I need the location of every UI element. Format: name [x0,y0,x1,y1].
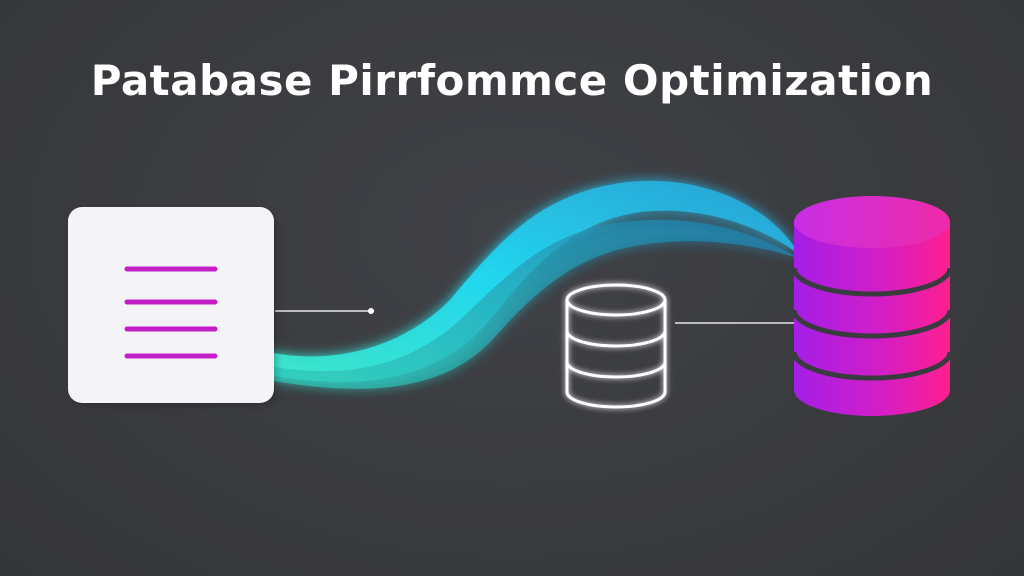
database-bands [791,267,953,381]
database-icon [791,196,953,416]
document-lines [124,266,218,359]
connector-lines [275,308,796,324]
data-flow-wave [268,180,800,389]
page-title: Patabase Pirrfommce Optimization [90,56,934,105]
document-icon [68,207,276,404]
connector-dot [368,308,374,314]
database-outline-icon [565,283,667,409]
